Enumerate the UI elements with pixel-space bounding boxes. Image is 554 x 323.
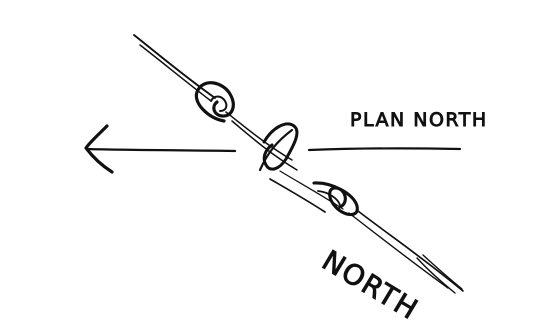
lower-curl-inner — [317, 190, 341, 206]
upper-curl-inner — [210, 95, 228, 112]
left-arrow-icon — [84, 124, 114, 174]
plan-north-arrow — [84, 124, 462, 174]
ribbon-center-line-d — [279, 170, 344, 210]
ribbon-tail-a — [416, 257, 456, 294]
center-twist-loop — [262, 122, 299, 171]
plan-north-arrow-left-shaft — [85, 147, 237, 153]
ribbon-tail-b — [422, 254, 463, 290]
plan-north-arrow-right-shaft — [307, 147, 462, 152]
upper-curl — [194, 81, 235, 123]
center-twist-cross — [258, 128, 294, 172]
north-label: NORTH — [316, 244, 424, 323]
north-label-group: NORTH — [316, 243, 425, 323]
ribbon-center-line-a — [225, 111, 293, 161]
ribbon-upper-line-b — [139, 44, 212, 102]
plan-north-label: PLAN NORTH — [350, 109, 488, 131]
ribbon-lower-line-b — [348, 212, 449, 289]
ribbon-lower-line-a — [357, 210, 464, 292]
ribbon-center-line-b — [231, 120, 298, 171]
twisted-ribbon-icon — [133, 34, 464, 294]
ribbon-center-line-c — [269, 178, 326, 213]
lower-curl — [312, 181, 359, 217]
ribbon-upper-line-a — [133, 34, 216, 99]
